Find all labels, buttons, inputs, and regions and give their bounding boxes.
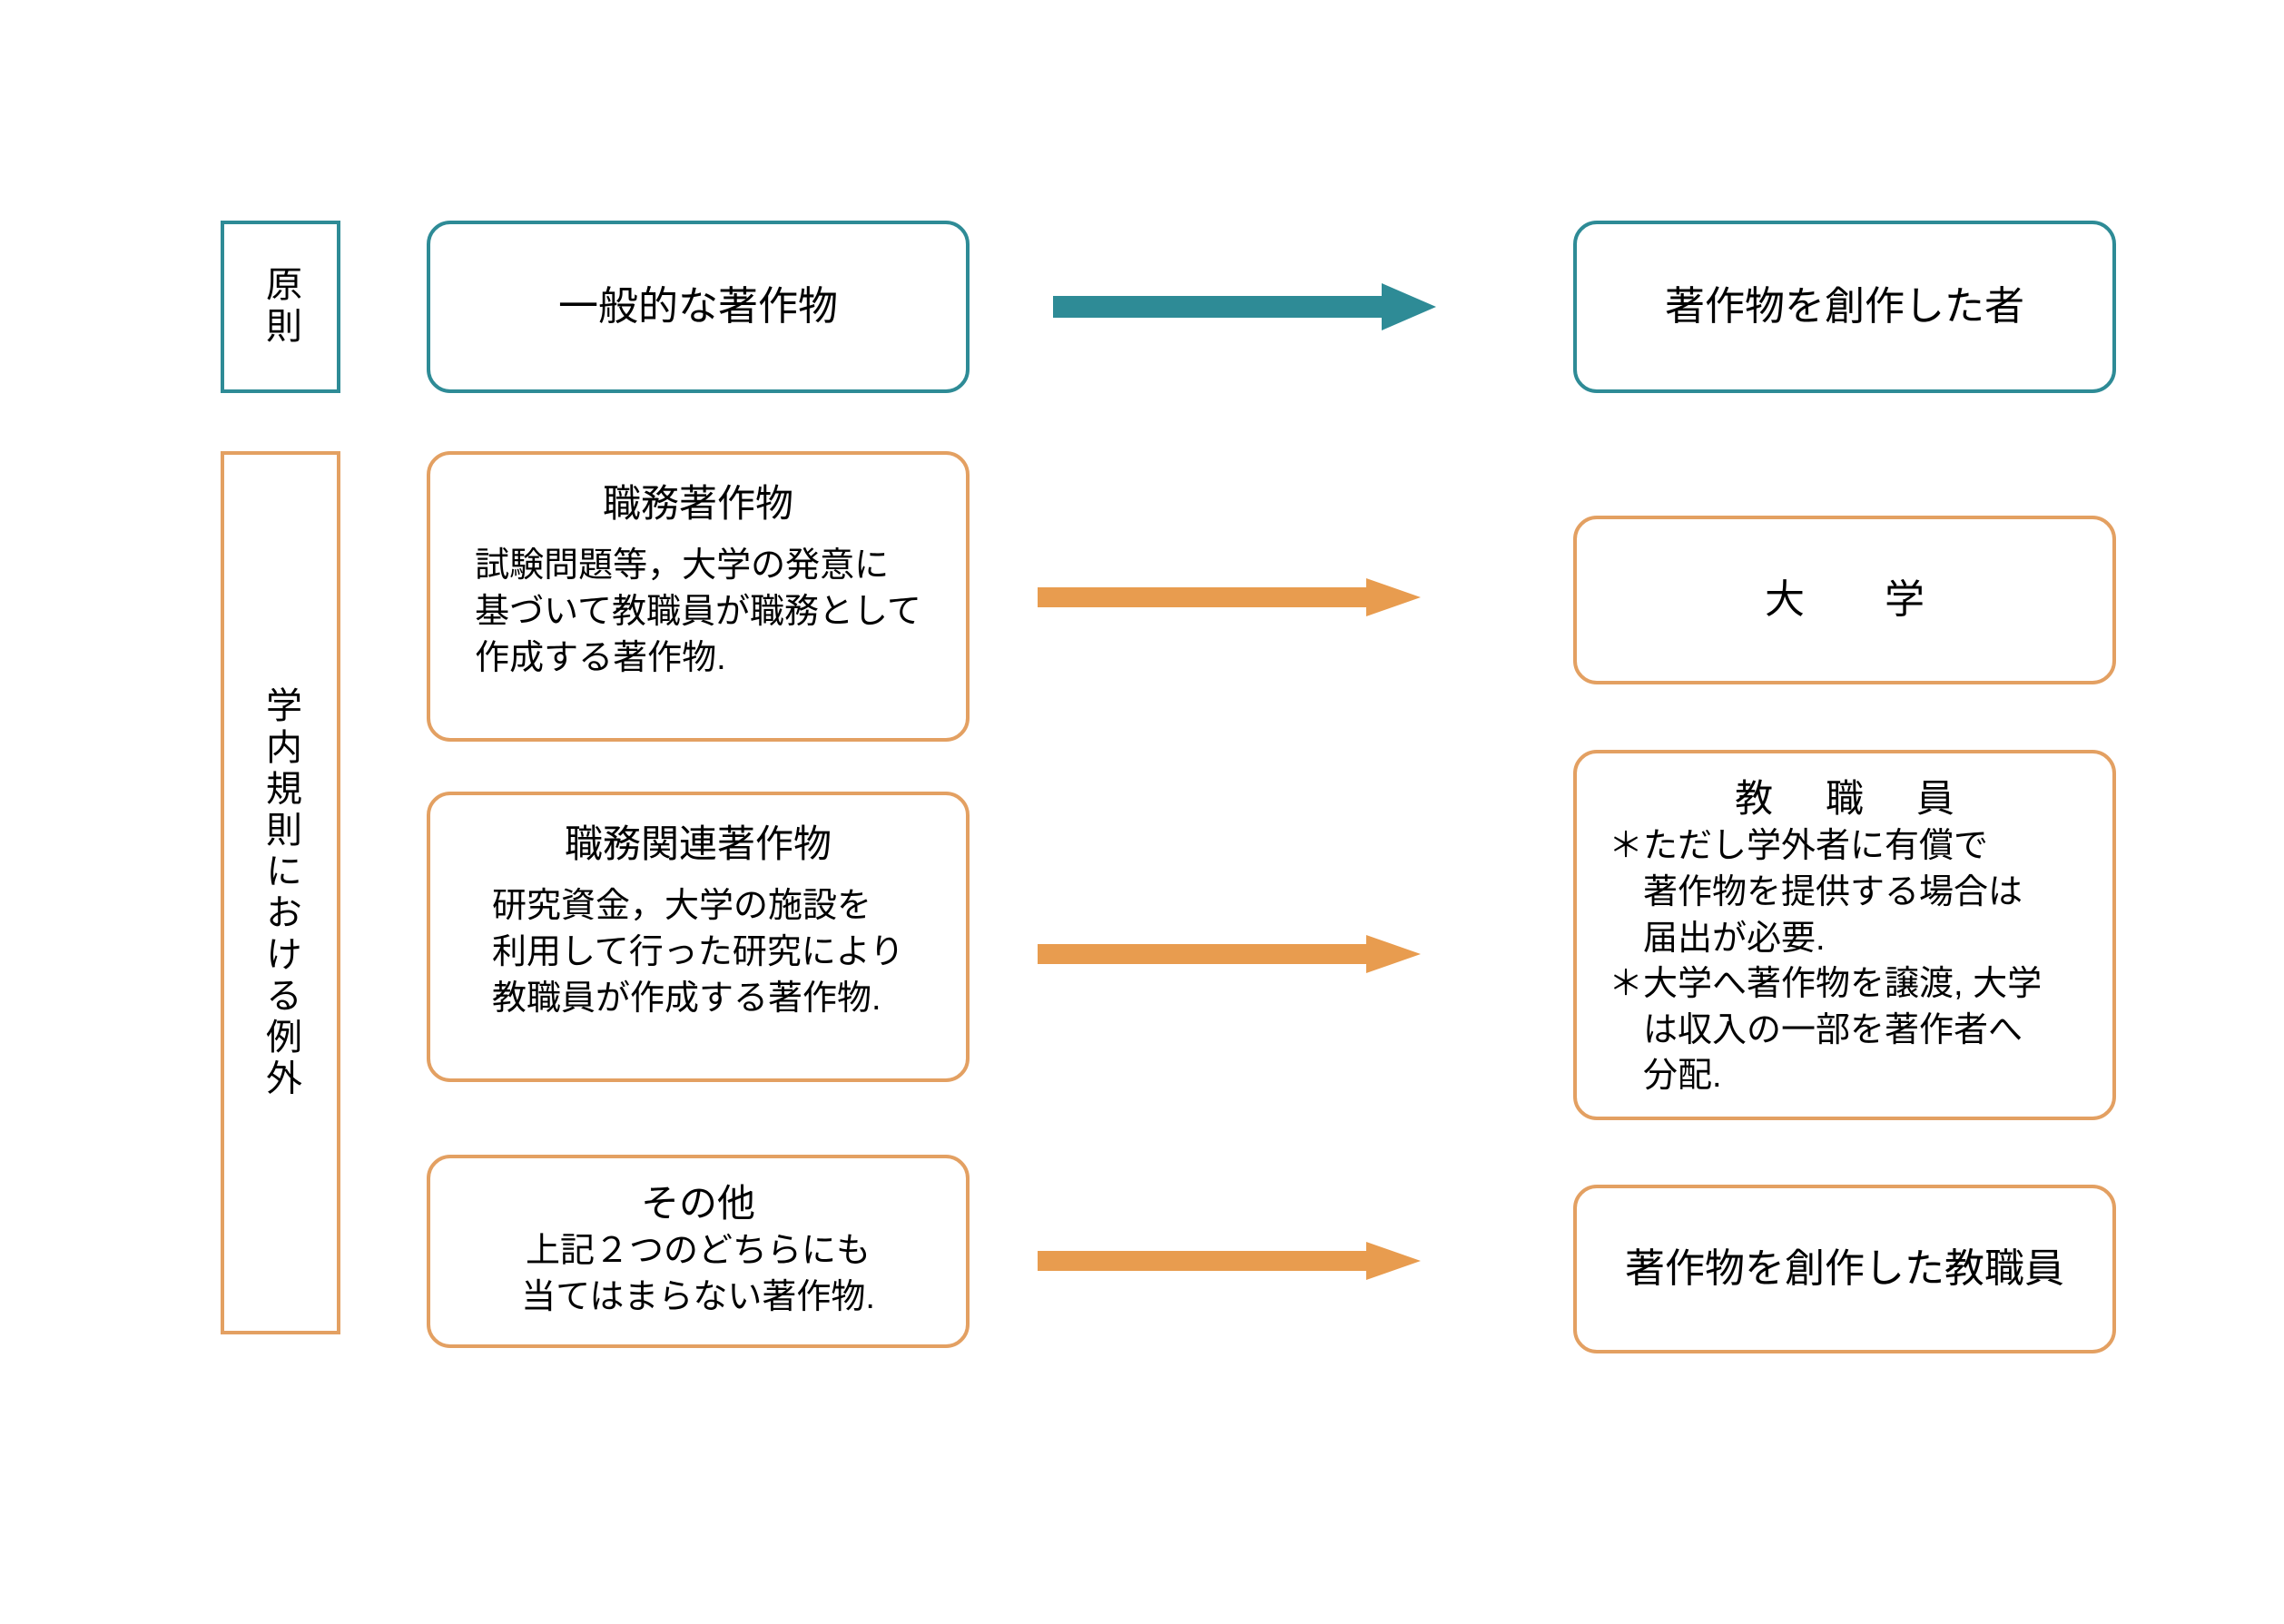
source-body-work-for-hire: 試験問題等，大学の発意に基づいて教職員が職務として作成する著作物. — [475, 543, 921, 681]
rail-exceptions: 学内規則における例外 — [221, 451, 340, 1334]
source-body-work-related: 研究資金，大学の施設を利用して行った研究により教職員が作成する著作物. — [492, 883, 904, 1021]
target-body-line: は収入の一部を著作者へ — [1609, 1010, 2023, 1049]
arrow-right-orange-work-for-hire — [1038, 578, 1421, 616]
target-title-faculty: 教 職 員 — [1735, 777, 1975, 820]
source-body-line: 上記２つのどちらにも — [525, 1232, 871, 1271]
target-box-principle: 著作物を創作した者 — [1573, 221, 2116, 393]
source-title-other: その他 — [640, 1182, 755, 1225]
target-body-line: ＊大学へ著作物を譲渡, 大学 — [1609, 965, 2043, 1004]
target-body-line: 分配. — [1609, 1057, 1722, 1096]
source-body-line: 教職員が作成する著作物. — [491, 979, 881, 1018]
source-title-principle: 一般的な著作物 — [558, 283, 838, 329]
arrow-right-orange-work-related — [1038, 935, 1421, 973]
source-title-work-related: 職務関連著作物 — [564, 822, 832, 865]
source-title-work-for-hire: 職務著作物 — [602, 482, 793, 525]
source-box-principle: 一般的な著作物 — [427, 221, 970, 393]
source-body-line: 利用して行った研究により — [491, 932, 905, 971]
rail-principle: 原則 — [221, 221, 340, 393]
source-body-line: 試験問題等，大学の発意に — [475, 546, 890, 586]
target-box-faculty: 教 職 員 ＊ただし学外者に有償で 著作物を提供する場合は 届出が必要. ＊大学へ… — [1573, 750, 2116, 1120]
source-box-work-for-hire: 職務著作物 試験問題等，大学の発意に基づいて教職員が職務として作成する著作物. — [427, 451, 970, 742]
rail-principle-label: 原則 — [261, 265, 300, 349]
source-body-other: 上記２つのどちらにも当てはまらない著作物. — [521, 1228, 875, 1320]
source-box-other: その他 上記２つのどちらにも当てはまらない著作物. — [427, 1155, 970, 1348]
source-body-line: 基づいて教職員が職務として — [475, 592, 921, 631]
source-body-line: 作成する著作物. — [475, 638, 726, 677]
target-title-creator-faculty: 著作物を創作した教職員 — [1625, 1245, 2064, 1291]
target-box-creator-faculty: 著作物を創作した教職員 — [1573, 1185, 2116, 1353]
source-body-line: 当てはまらない著作物. — [521, 1277, 875, 1316]
source-box-work-related: 職務関連著作物 研究資金，大学の施設を利用して行った研究により教職員が作成する著… — [427, 792, 970, 1082]
target-body-line: ＊ただし学外者に有償で — [1609, 827, 1989, 866]
arrow-right-orange-other — [1038, 1242, 1421, 1280]
source-body-line: 研究資金，大学の施設を — [491, 887, 871, 926]
target-title-university: 大 学 — [1765, 576, 1925, 622]
target-body-line: 著作物を提供する場合は — [1609, 872, 2023, 911]
target-body-line: 届出が必要. — [1609, 919, 1826, 958]
rail-exceptions-label: 学内規則における例外 — [261, 685, 300, 1100]
target-body-faculty: ＊ただし学外者に有償で 著作物を提供する場合は 届出が必要. ＊大学へ著作物を譲渡… — [1609, 823, 2081, 1098]
target-box-university: 大 学 — [1573, 516, 2116, 684]
arrow-right-teal-principle — [1053, 283, 1436, 330]
target-title-principle: 著作物を創作した者 — [1665, 283, 2024, 329]
